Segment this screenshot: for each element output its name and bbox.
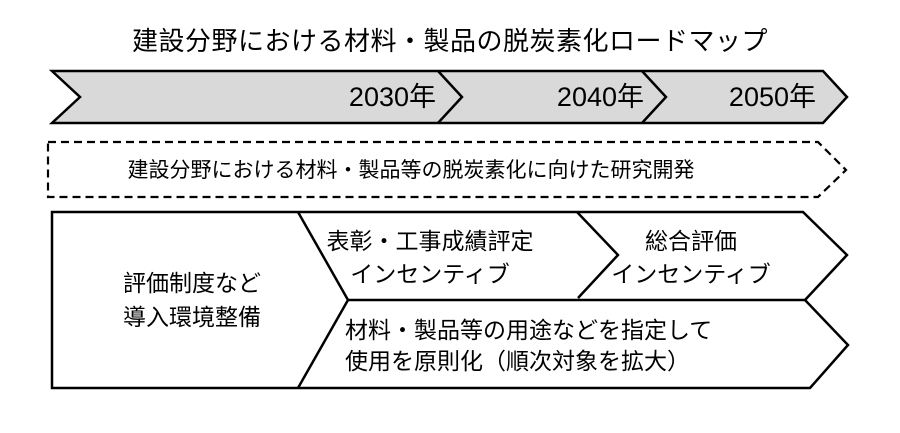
mandate-label-line2: 使用を原則化（順次対象を拡大） bbox=[345, 348, 690, 374]
comprehensive-arrow-label: 総合評価 インセンティブ bbox=[577, 225, 805, 291]
evaluation-label-line2: 導入環境整備 bbox=[123, 304, 261, 330]
timeline-separator-2040 bbox=[641, 70, 668, 124]
research-band-label: 建設分野における材料・製品等の脱炭素化に向けた研究開発 bbox=[127, 159, 695, 182]
comprehensive-label-line2: インセンティブ bbox=[611, 261, 771, 287]
evaluation-block-label: 評価制度など 導入環境整備 bbox=[52, 266, 332, 334]
award-chevron-edge bbox=[576, 211, 620, 299]
timeline-bar bbox=[48, 69, 849, 125]
award-arrow-label: 表彰・工事成績評定 インセンティブ bbox=[290, 225, 570, 291]
diagram-title: 建設分野における材料・製品の脱炭素化ロードマップ bbox=[131, 26, 768, 56]
timeline-year-2050: 2050年 bbox=[728, 82, 816, 112]
timeline-separator-2030 bbox=[437, 70, 464, 124]
evaluation-label-line1: 評価制度など bbox=[123, 270, 261, 296]
timeline-year-2040: 2040年 bbox=[556, 82, 644, 112]
award-label-line2: インセンティブ bbox=[350, 261, 510, 287]
comprehensive-label-line1: 総合評価 bbox=[645, 228, 737, 254]
mandate-label-line1: 材料・製品等の用途などを指定して bbox=[345, 317, 713, 343]
research-band-outline bbox=[46, 140, 848, 199]
mandate-arrow-label: 材料・製品等の用途などを指定して 使用を原則化（順次対象を拡大） bbox=[345, 315, 713, 377]
award-label-line1: 表彰・工事成績評定 bbox=[326, 228, 534, 254]
timeline-year-2030: 2030年 bbox=[348, 82, 436, 112]
